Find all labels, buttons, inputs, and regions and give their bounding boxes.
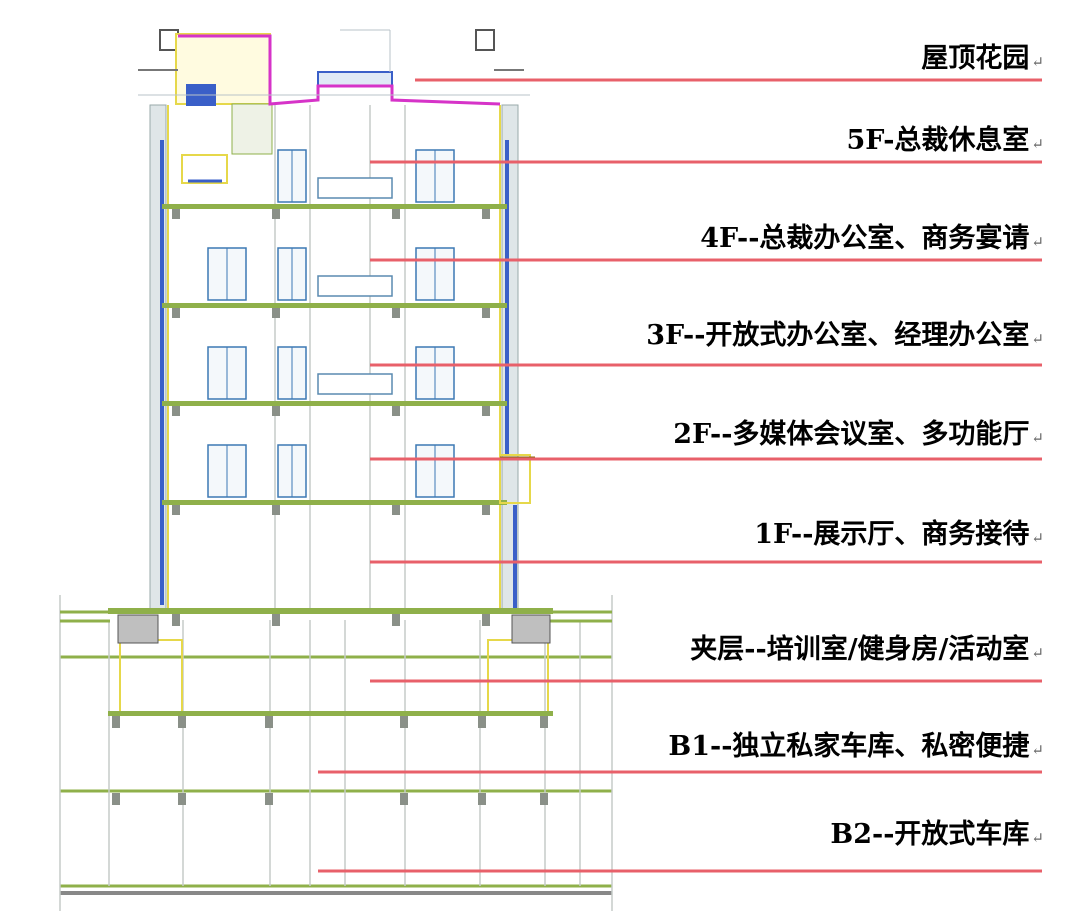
stair-core — [181, 154, 228, 184]
floor-slabs — [108, 204, 553, 716]
leader-lines — [318, 78, 1042, 873]
label-4f: 4F--总裁办公室、商务宴请↵ — [700, 223, 1044, 254]
window-mullions — [226, 150, 436, 497]
label-2f: 2F--多媒体会议室、多功能厅↵ — [673, 419, 1044, 450]
hatched-foundation — [117, 614, 551, 644]
light-wells — [119, 639, 549, 713]
label-roof: 屋顶花园↵ — [921, 43, 1044, 74]
building-walls — [149, 104, 519, 611]
label-3f: 3F--开放式办公室、经理办公室↵ — [646, 320, 1044, 351]
label-1f: 1F--展示厅、商务接待↵ — [754, 519, 1044, 550]
label-5f: 5F-总裁休息室↵ — [846, 125, 1044, 156]
railings — [317, 177, 393, 395]
label-mezzanine: 夹层--培训室/健身房/活动室↵ — [690, 634, 1044, 665]
label-b1: B1--独立私家车库、私密便捷↵ — [668, 731, 1044, 762]
label-b2: B2--开放式车库↵ — [830, 819, 1044, 850]
ground-lines — [60, 655, 612, 895]
windows — [207, 149, 455, 498]
underground-gridlines — [59, 595, 613, 911]
slab-beams — [112, 209, 548, 805]
roof-structure — [138, 29, 530, 155]
